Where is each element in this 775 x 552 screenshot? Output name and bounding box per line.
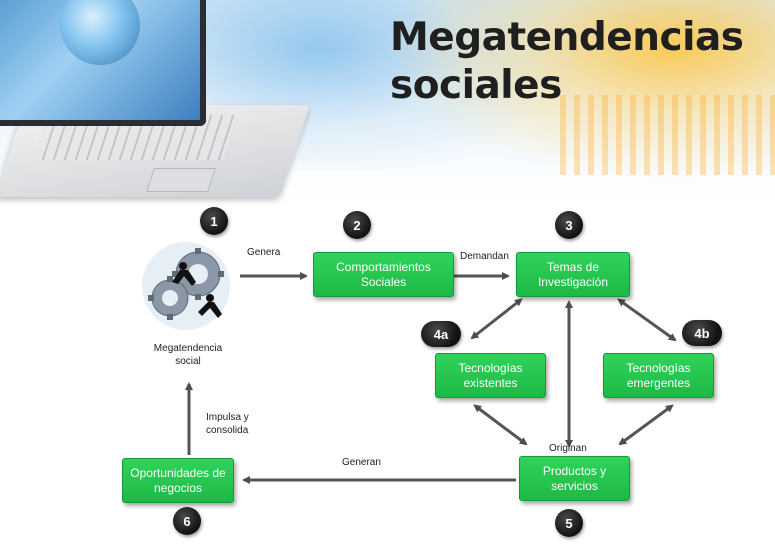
banner-stripes xyxy=(560,95,775,175)
arrow-temas-existentes xyxy=(470,298,523,340)
edge-label-generan: Generan xyxy=(342,457,381,468)
arrow-temas-emergentes xyxy=(617,298,677,342)
node-productos: Productos y servicios xyxy=(519,456,630,501)
node-tec-existentes: Tecnologías existentes xyxy=(435,353,546,398)
laptop-image xyxy=(0,0,310,205)
comportamientos-label: Comportamientos Sociales xyxy=(336,259,431,289)
node-oportunidades: Oportunidades de negocios xyxy=(122,458,234,503)
globe-icon xyxy=(60,0,140,65)
temas-label: Temas de Investigación xyxy=(537,259,609,289)
laptop-screen xyxy=(0,0,206,126)
banner-glow-orange xyxy=(380,0,775,180)
slide-title: Megatendencias sociales xyxy=(390,15,744,108)
badge-1: 1 xyxy=(200,207,228,235)
edge-label-originan: Originan xyxy=(549,443,587,454)
edge-label-impulsa: Impulsa y consolida xyxy=(206,412,249,436)
node-temas: Temas de Investigación xyxy=(516,252,630,297)
badge-2: 2 xyxy=(343,211,371,239)
edge-label-genera: Genera xyxy=(247,247,281,258)
oportunidades-label: Oportunidades de negocios xyxy=(130,465,226,495)
edge-label-demandan: Demandan xyxy=(460,251,509,262)
badge-3: 3 xyxy=(555,211,583,239)
node-tec-emergentes: Tecnologías emergentes xyxy=(603,353,714,398)
gears-businessmen-icon xyxy=(128,236,238,336)
node-comportamientos: Comportamientos Sociales xyxy=(313,252,454,297)
tec-existentes-label: Tecnologías existentes xyxy=(458,360,523,390)
badge-4b: 4b xyxy=(682,320,722,346)
badge-5: 5 xyxy=(555,509,583,537)
badge-4a: 4a xyxy=(421,321,461,347)
arrow-emergentes-productos xyxy=(618,404,674,446)
badge-6: 6 xyxy=(173,507,201,535)
arrow-existentes-productos xyxy=(473,404,528,446)
tec-emergentes-label: Tecnologías emergentes xyxy=(626,360,691,390)
megatendencia-label: Megatendencia social xyxy=(153,343,223,367)
productos-label: Productos y servicios xyxy=(542,463,607,493)
